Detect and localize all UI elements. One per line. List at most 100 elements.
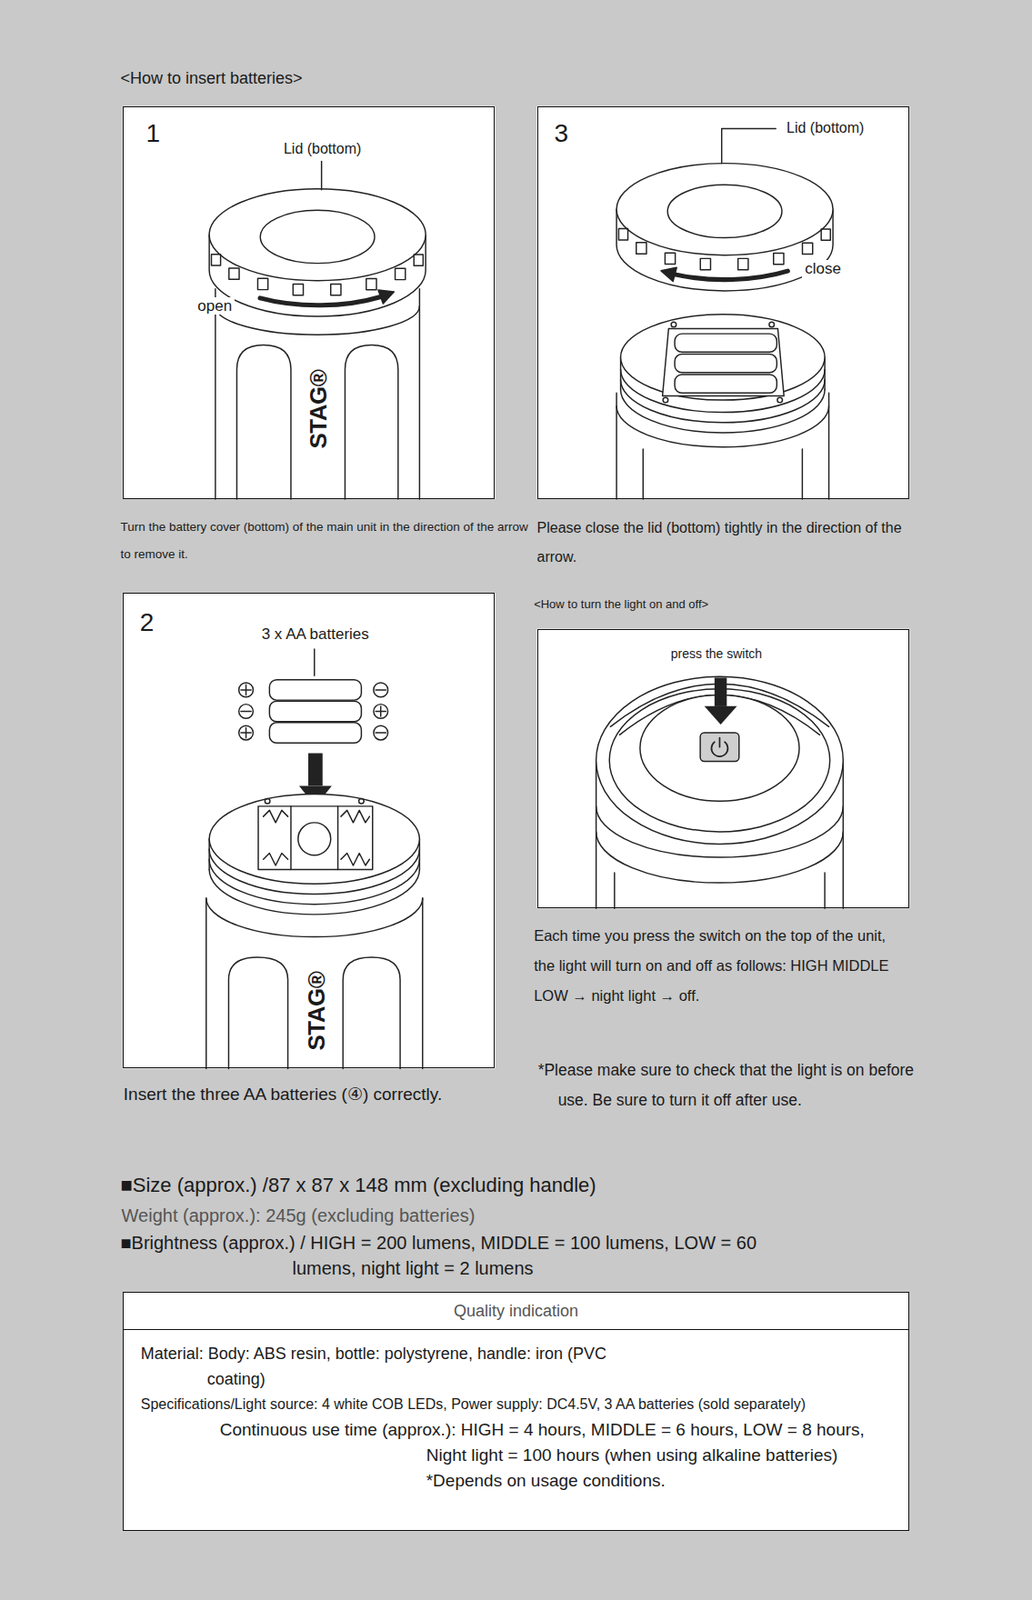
lid-removal-illustration (215, 289, 421, 500)
instruction-caption: Insert the three AA batteries (④) correc… (123, 1084, 442, 1106)
brand-logo: STAG® (303, 971, 331, 1052)
battery-insertion-illustration (359, 798, 365, 804)
polarity-symbol (375, 689, 386, 691)
close-arrow (674, 270, 788, 280)
polarity-symbol (373, 682, 389, 698)
table-heading: Quality indication (123, 1292, 910, 1331)
lid-grip-teeth (821, 229, 831, 241)
spec-line: ■Size (approx.) /87 x 87 x 148 mm (exclu… (120, 1173, 596, 1198)
direction-label: open (194, 297, 235, 316)
lid-grip-teeth (618, 229, 831, 271)
lid-closing-illustration (537, 106, 911, 500)
switch-illustration (537, 629, 911, 910)
lid-grip-teeth (395, 268, 406, 280)
lid-removal-illustration (209, 189, 426, 281)
lid-closing-illustration (671, 321, 677, 328)
leader-line (320, 160, 322, 190)
battery-insertion-illustration (258, 806, 373, 871)
polarity-symbol (240, 727, 251, 738)
lid-grip-teeth (802, 242, 813, 254)
switch-illustration (614, 872, 825, 909)
lid-grip-teeth (738, 258, 749, 270)
power-icon (711, 738, 728, 757)
aa-battery (269, 701, 361, 722)
lid-removal-illustration (260, 210, 375, 263)
lid-closing-illustration (674, 374, 777, 393)
part-label: Lid (bottom) (783, 120, 867, 137)
lid-grip-teeth (211, 254, 221, 266)
part-label: Lid (bottom) (280, 140, 364, 158)
lid-grip-teeth (413, 254, 423, 266)
instruction-panel: 1Lid (bottom) openSTAG® (122, 106, 496, 500)
battery-spring (340, 810, 370, 822)
lid-closing-illustration (662, 328, 785, 396)
polarity-symbol (239, 682, 254, 698)
lid-removal-illustration (122, 106, 496, 500)
step-number: 1 (145, 119, 161, 149)
aa-battery (269, 680, 361, 701)
step-number: 2 (140, 608, 155, 638)
lid-grip-teeth (700, 258, 711, 270)
lid-grip-teeth (773, 252, 784, 264)
spec-text: Material: Body: ABS resin, bottle: polys… (140, 1341, 614, 1393)
lid-closing-illustration (769, 321, 775, 328)
switch-illustration (596, 676, 844, 844)
lid-closing-illustration (777, 397, 783, 403)
polarity-symbol (375, 731, 386, 733)
battery-spring (263, 853, 289, 866)
open-arrow (260, 296, 381, 305)
battery-insertion-illustration (122, 592, 496, 1069)
battery-insertion-illustration (342, 957, 401, 1069)
instruction-text: Each time you press the switch on the to… (533, 921, 907, 1012)
polarity-symbol (239, 682, 389, 741)
press-arrow (714, 677, 727, 706)
press-arrow (704, 706, 738, 725)
power-switch (700, 732, 740, 762)
open-arrow (378, 290, 394, 304)
product-illustration (122, 106, 911, 1070)
lid-grip-teeth (229, 268, 240, 280)
lid-closing-illustration (621, 314, 826, 401)
lid-closing-illustration (674, 354, 777, 373)
aa-battery (269, 722, 361, 743)
battery-insertion-illustration (206, 898, 423, 1069)
polarity-symbol (239, 725, 254, 741)
close-arrow (661, 267, 677, 281)
lid-removal-illustration (236, 344, 291, 500)
switch-illustration (609, 689, 830, 832)
aa-battery (269, 680, 361, 744)
section-heading: <How to turn the light on and off> (533, 597, 709, 612)
instruction-caption: Please close the lid (bottom) tightly in… (537, 513, 920, 572)
switch-illustration (640, 695, 800, 802)
switch-illustration (537, 629, 911, 910)
lid-closing-illustration (642, 449, 802, 500)
battery-insertion-illustration (298, 822, 331, 856)
instruction-label: press the switch (668, 646, 765, 662)
polarity-symbol (240, 711, 251, 712)
lid-grip-teeth (618, 229, 628, 241)
battery-insertion-illustration (290, 806, 339, 871)
spec-text: Continuous use time (approx.): HIGH = 4 … (140, 1417, 892, 1494)
battery-spring (263, 810, 289, 822)
lid-grip-teeth (292, 283, 303, 295)
polarity-symbol (240, 684, 251, 695)
battery-insertion-illustration (209, 793, 420, 884)
polarity-symbol (239, 704, 254, 720)
lid-removal-illustration (344, 344, 398, 500)
quality-table: Quality indicationMaterial: Body: ABS re… (122, 1292, 911, 1532)
polarity-symbol (373, 704, 389, 720)
polarity-symbol (375, 706, 386, 717)
instruction-panel: 2 3 x AA batteriesSTAG® (122, 592, 496, 1069)
spec-line: ■Brightness (approx.) / HIGH = 200 lumen… (120, 1230, 784, 1282)
brand-logo: STAG® (305, 370, 333, 450)
lid-removal-illustration (122, 106, 496, 500)
spec-text: Specifications/Light source: 4 white COB… (140, 1392, 892, 1418)
lid-closing-illustration (674, 333, 777, 352)
polarity-symbol (373, 725, 389, 741)
leader-line (721, 128, 777, 163)
part-label: 3 x AA batteries (259, 625, 372, 644)
instruction-panel: 3Lid (bottom)close (537, 106, 911, 500)
section-heading: <How to insert batteries> (120, 69, 302, 90)
lid-grip-teeth (330, 283, 341, 295)
battery-insertion-illustration (228, 957, 288, 1069)
